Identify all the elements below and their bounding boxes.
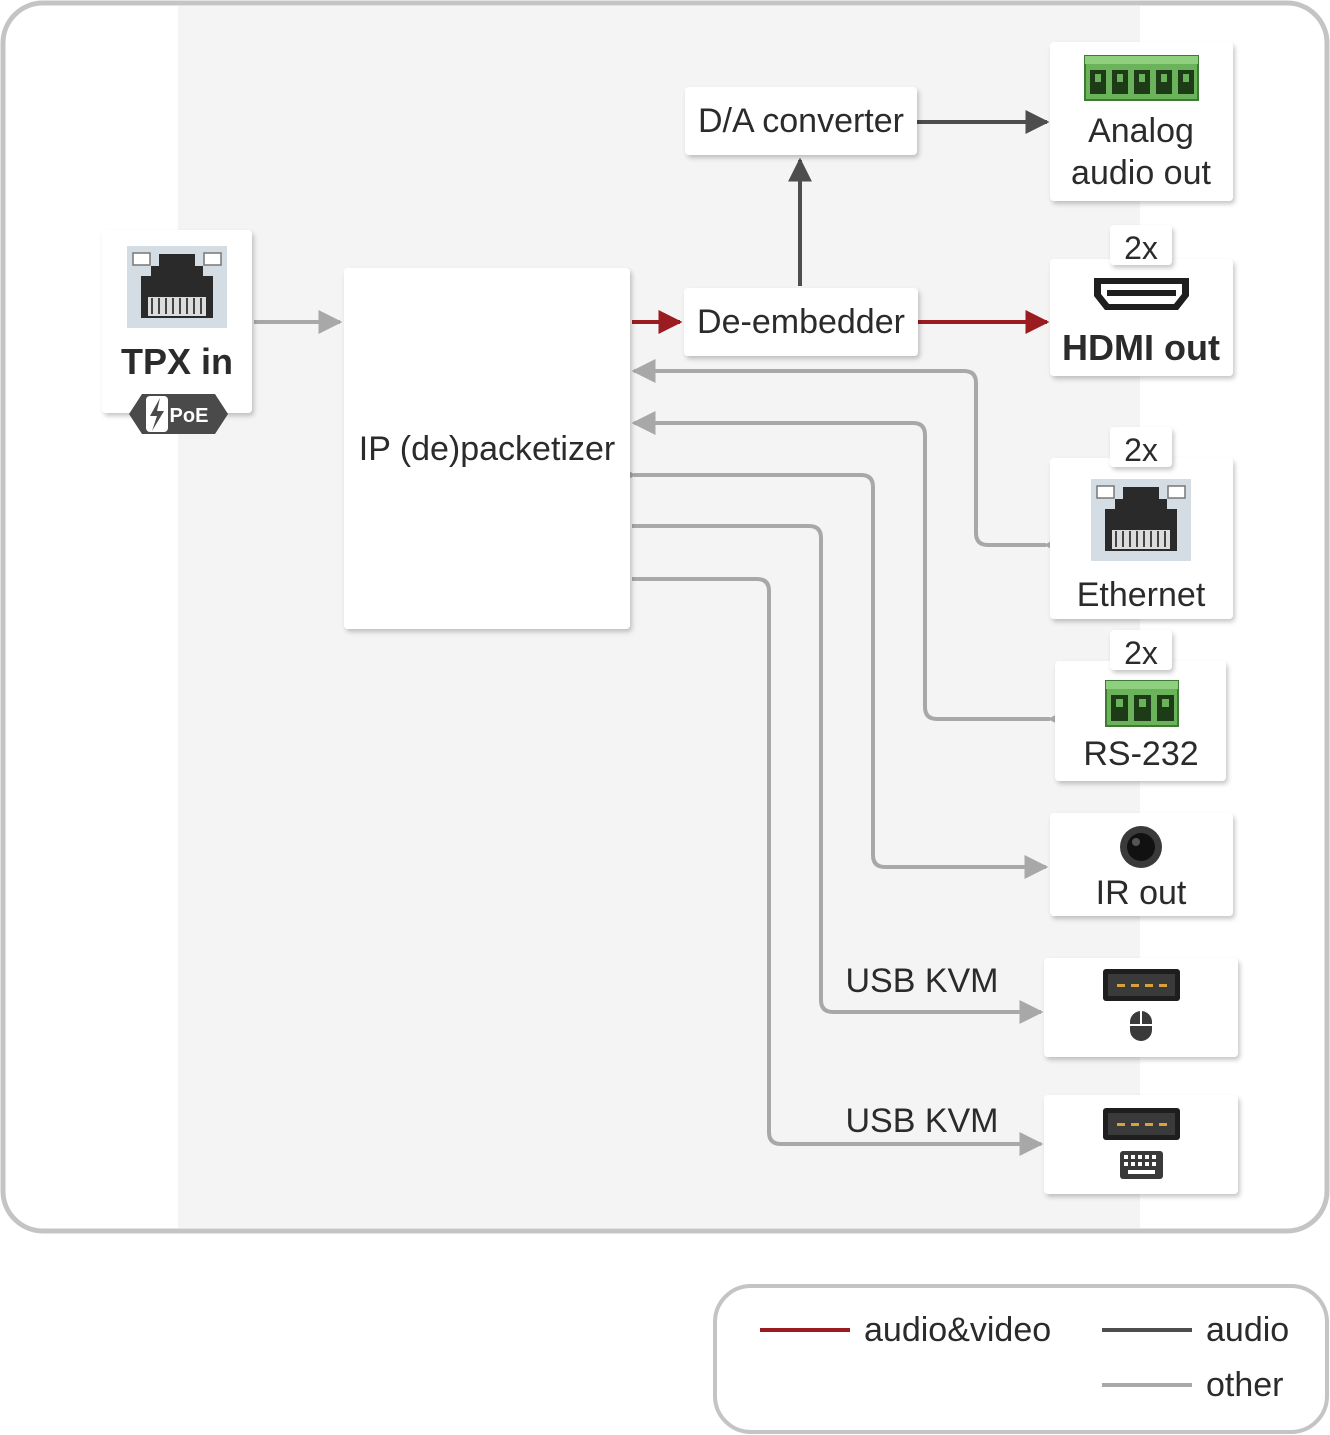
keyboard-icon bbox=[1120, 1151, 1163, 1179]
ethernet-multiplier-badge bbox=[1110, 427, 1172, 467]
ir-jack-icon bbox=[1120, 826, 1162, 868]
ir-out-block: IR out bbox=[1050, 813, 1233, 916]
usb-kvm-1-label: USB KVM bbox=[845, 962, 998, 1000]
legend-other-label: other bbox=[1206, 1366, 1284, 1404]
rs232-label: RS-232 bbox=[1083, 735, 1198, 773]
da-converter-block: D/A converter bbox=[685, 87, 917, 155]
da-converter-label: D/A converter bbox=[698, 102, 904, 140]
hdmi-port-icon bbox=[1094, 278, 1189, 310]
poe-badge: PoE bbox=[129, 394, 228, 434]
terminal-block-icon bbox=[1084, 55, 1199, 101]
rs232-multiplier: 2x bbox=[1124, 635, 1158, 671]
hdmi-multiplier-badge bbox=[1110, 225, 1172, 265]
usb-kvm-2-line bbox=[632, 577, 1044, 1156]
usb-port-icon bbox=[1103, 1108, 1180, 1140]
packetizer-label: IP (de)packetizer bbox=[359, 430, 615, 468]
hdmi-out-block: 2x HDMI out bbox=[1050, 225, 1233, 376]
ethernet-port-icon bbox=[1091, 479, 1191, 561]
tpx-in-block: TPX in PoE bbox=[102, 230, 252, 434]
ethernet-block: 2x Ethernet bbox=[1050, 427, 1233, 619]
usb-kvm-keyboard-block bbox=[1044, 1095, 1238, 1194]
connections bbox=[254, 110, 1072, 1156]
usb-port-icon bbox=[1103, 969, 1180, 1001]
analog-audio-out-block: Analog audio out bbox=[1050, 42, 1233, 201]
deembedder-block: De-embedder bbox=[684, 288, 918, 356]
ethernet-multiplier: 2x bbox=[1124, 432, 1158, 468]
ethernet-label: Ethernet bbox=[1077, 576, 1206, 614]
rs232-block: 2x RS-232 bbox=[1055, 630, 1226, 781]
legend-audio-label: audio bbox=[1206, 1311, 1289, 1349]
usb-kvm-2-label: USB KVM bbox=[845, 1102, 998, 1140]
usb-kvm-mouse-block bbox=[1044, 958, 1238, 1057]
analog-label-line-1: Analog bbox=[1088, 112, 1194, 150]
rj45-port-icon bbox=[127, 246, 227, 328]
device-panel bbox=[178, 6, 1140, 1228]
legend-audio-video-label: audio&video bbox=[864, 1311, 1051, 1349]
hdmi-multiplier: 2x bbox=[1124, 230, 1158, 266]
poe-label: PoE bbox=[170, 405, 209, 427]
tpx-in-label: TPX in bbox=[121, 341, 233, 382]
deembedder-label: De-embedder bbox=[697, 303, 905, 341]
hdmi-out-label: HDMI out bbox=[1062, 327, 1220, 368]
legend: audio&video audio other bbox=[713, 1284, 1329, 1434]
packetizer-block: IP (de)packetizer bbox=[344, 268, 630, 629]
analog-label-line-2: audio out bbox=[1071, 154, 1211, 192]
rs232-terminal-icon bbox=[1105, 680, 1179, 727]
usb-kvm-1-line bbox=[632, 524, 1044, 1024]
rs232-multiplier-badge bbox=[1110, 630, 1172, 670]
lightning-icon bbox=[150, 398, 164, 431]
ir-line bbox=[612, 463, 1049, 879]
ir-out-label: IR out bbox=[1096, 874, 1187, 912]
mouse-icon bbox=[1130, 1011, 1152, 1041]
